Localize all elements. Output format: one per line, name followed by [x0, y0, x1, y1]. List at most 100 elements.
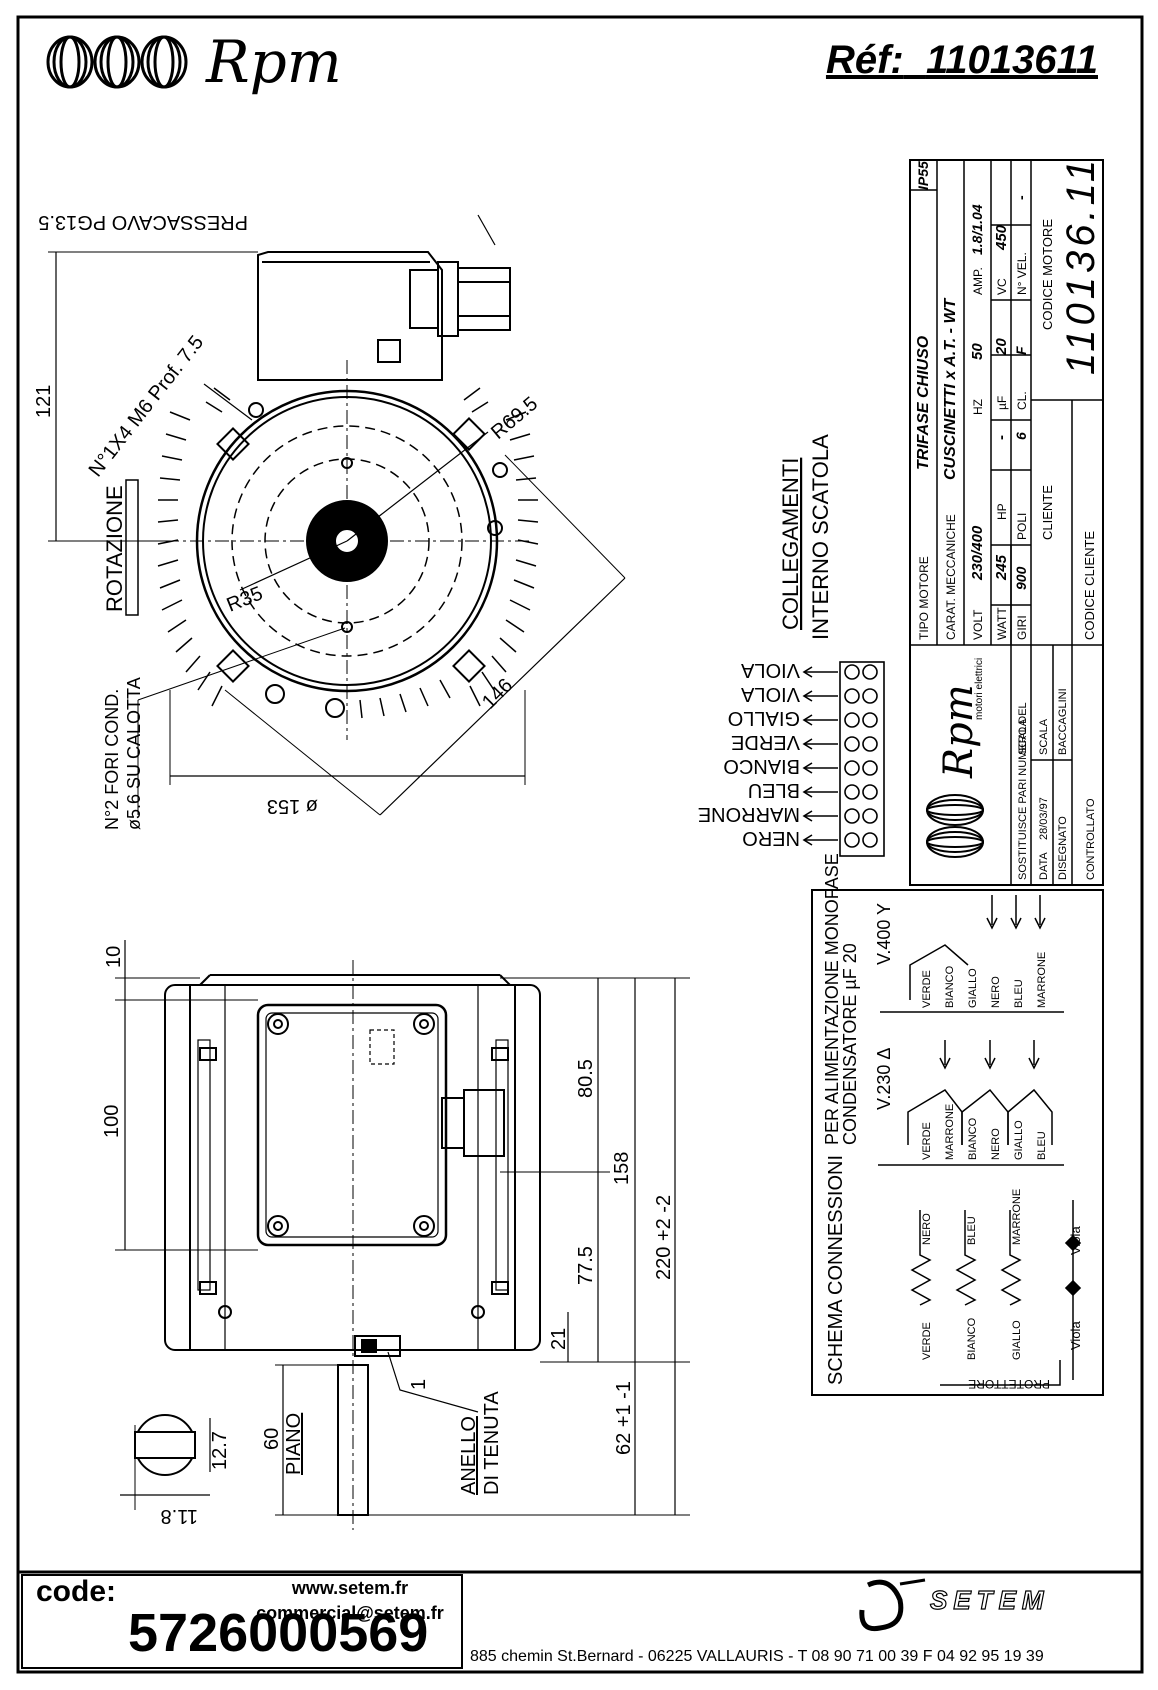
dim-60: 60	[261, 1428, 283, 1450]
coil-bottom-label: GIALLO	[1011, 1320, 1023, 1360]
title-block-brand-sub: motori elettrici	[974, 658, 985, 720]
coil-top-label: NERO	[921, 1213, 933, 1245]
disegnato-value: BACCAGLINI	[1057, 688, 1069, 755]
volt-label: VOLT	[971, 609, 985, 640]
disegnato-label: DISEGNATO	[1057, 816, 1069, 880]
vc-value: 450	[993, 224, 1010, 251]
r69-label: R69.5	[487, 393, 542, 444]
address-line: 885 chemin St.Bernard - 06225 VALLAURIS …	[470, 1648, 1044, 1665]
giri-label: GIRI	[1015, 615, 1029, 640]
codice-motore-value: 110136.11	[1059, 156, 1103, 375]
dim-12-7: 12.7	[209, 1431, 231, 1470]
controllato-label: CONTROLLATO	[1085, 798, 1097, 880]
tipo-motore-value: TRIFASE CHIUSO	[915, 335, 932, 470]
carat-label: CARAT. MECCANICHE	[944, 514, 958, 640]
cl-value: F	[1013, 346, 1029, 355]
collegamenti-title: COLLEGAMENTI	[778, 458, 803, 630]
hz-label: HZ	[971, 399, 985, 415]
nvel-value: -	[1013, 195, 1029, 200]
fori-cond-label-1: N°2 FORI COND.	[102, 689, 122, 830]
website-link[interactable]: www.setem.fr	[291, 1578, 409, 1598]
schema-wire-label: GIALLO	[967, 968, 979, 1008]
codice-cliente-label: CODICE CLIENTE	[1082, 531, 1097, 640]
coil-bottom-label: BIANCO	[966, 1317, 978, 1360]
watt-value: 245	[993, 554, 1010, 581]
coil-top-label: MARRONE	[1011, 1189, 1023, 1245]
cliente-label: CLIENTE	[1040, 485, 1055, 540]
fori-cond-label-2: ø5.6 SU CALOTTA	[124, 677, 144, 830]
wire-label: VIOLA	[740, 683, 800, 705]
schema-labels: SCHEMA CONNESSIONI PER ALIMENTAZIONE MON…	[822, 853, 1083, 1391]
title-block	[909, 159, 1104, 886]
code-value: 5726000569	[128, 1603, 429, 1663]
schema-wire-label: BLEU	[1013, 979, 1025, 1008]
watt-label: WATT	[995, 607, 1009, 640]
schema-wire-label: BIANCO	[944, 965, 956, 1008]
side-view-labels: 10 100 80.5 158 220 +2 -2 77.5 21 1 62 +…	[101, 946, 675, 1527]
anello-label-2: DI TENUTA	[481, 1391, 503, 1495]
front-view-labels: PRESSACAVO PG13.5 N°1X4 M6 Prof. 7.5 R69…	[33, 211, 542, 830]
wire-label: NERO	[742, 827, 800, 849]
mono-line-1: PER ALIMENTAZIONE MONOFASE	[822, 853, 842, 1145]
poli-label: POLI	[1015, 513, 1029, 540]
setem-brand: SETEM	[929, 1584, 1050, 1615]
piano-label: PIANO	[283, 1413, 305, 1475]
rotazione-label: ROTAZIONE	[102, 485, 127, 612]
giri-value: 900	[1013, 566, 1029, 590]
terminal-strip	[802, 661, 885, 857]
amp-label: AMP.	[971, 267, 985, 295]
pressacavo-label: PRESSACAVO PG13.5	[38, 211, 248, 233]
title-block-text: IP55 TIPO MOTORE TRIFASE CHIUSO CARAT. M…	[915, 156, 1103, 880]
uf-label: µF	[995, 396, 1009, 410]
wire-label: BLEU	[748, 779, 800, 801]
brand-text: Rpm	[205, 28, 342, 96]
v230-label: V.230 Δ	[874, 1048, 894, 1110]
dim-100: 100	[101, 1105, 123, 1138]
wire-label: GIALLO	[728, 707, 800, 729]
wiring-labels: COLLEGAMENTI INTERNO SCATOLA VIOLAVIOLAG…	[698, 434, 833, 849]
schema-wire-label: NERO	[990, 976, 1002, 1008]
code-box	[21, 1574, 463, 1669]
ip-rating: IP55	[915, 161, 931, 190]
schema-wire-label: MARRONE	[944, 1104, 956, 1160]
dim-153: ø 153	[267, 795, 318, 817]
volt-value: 230/400	[969, 525, 986, 581]
dim-121: 121	[33, 385, 55, 418]
viola-label-top: Viola	[1068, 1226, 1083, 1255]
schema-wire-label: NERO	[990, 1128, 1002, 1160]
dim-158: 158	[611, 1152, 633, 1185]
mono-line-2: CONDENSATORE µF 20	[840, 943, 860, 1145]
poli-value: 6	[1013, 432, 1029, 440]
data-value: 28/03/97	[1038, 797, 1050, 840]
schema-wire-label: BLEU	[1036, 1131, 1048, 1160]
connection-schema	[811, 889, 1104, 1396]
tipo-motore-label: TIPO MOTORE	[917, 556, 931, 640]
dim-80-5: 80.5	[575, 1059, 597, 1098]
title-block-brand: Rpm	[936, 684, 982, 779]
side-view	[115, 940, 690, 1530]
front-view	[48, 214, 626, 816]
rpm-logo: Rpm	[46, 28, 342, 96]
schema-wire-label: VERDE	[921, 970, 933, 1008]
schema-wire-label: GIALLO	[1013, 1120, 1025, 1160]
wire-label: MARRONE	[698, 803, 800, 825]
setem-logo	[859, 1578, 926, 1632]
codice-motore-label: CODICE MOTORE	[1040, 219, 1055, 330]
uf-value: 20	[993, 338, 1010, 356]
dim-11-8: 11.8	[161, 1505, 198, 1527]
cl-label: CL.	[1015, 391, 1029, 410]
code-label: code:	[36, 1575, 117, 1608]
protettore-label: PROTETTORE	[968, 1377, 1050, 1391]
hp-label: HP	[995, 503, 1009, 520]
dim-146: 146	[478, 674, 517, 713]
dim-10: 10	[103, 946, 125, 968]
email-link[interactable]: commercial@setem.fr	[256, 1603, 444, 1623]
sheet-border	[16, 15, 1144, 1674]
data-label: DATA	[1038, 852, 1050, 880]
interno-scatola-title: INTERNO SCATOLA	[808, 434, 833, 640]
holes-label: N°1X4 M6 Prof. 7.5	[85, 332, 209, 482]
wire-label: VIOLA	[740, 659, 800, 681]
carat-value: CUSCINETTI x A.T. - WT	[942, 297, 959, 480]
title-block-logo: Rpm motori elettrici	[926, 658, 985, 858]
